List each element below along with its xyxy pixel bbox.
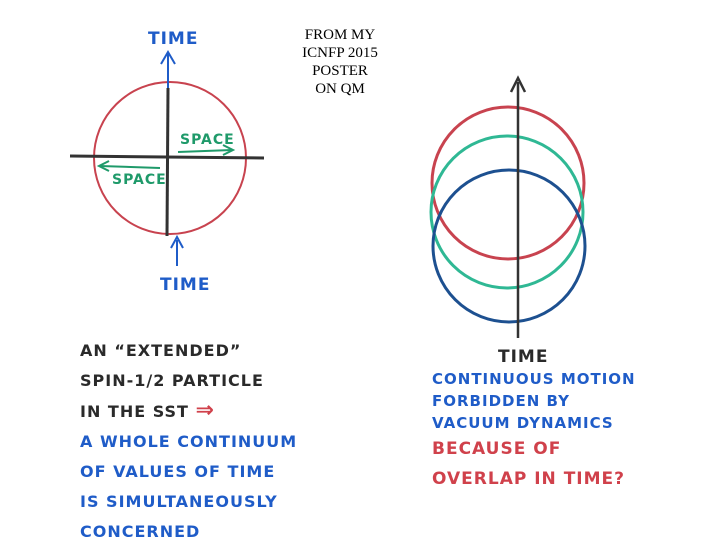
caption-line: POSTER — [312, 63, 368, 79]
caption-line: ICNFP 2015 — [302, 45, 378, 61]
left-note-line: AN “EXTENDED” — [80, 341, 242, 360]
blue-circle — [431, 168, 587, 324]
right-note-blue-line: VACUUM DYNAMICS — [432, 414, 614, 432]
top-time-arrow-icon — [160, 50, 176, 88]
left-bottom-time-label: TIME — [160, 275, 210, 295]
left-note-line: IN THE SST ⇒ — [80, 396, 297, 427]
red-circle — [430, 105, 586, 261]
right-overlap-diagram: TIME — [429, 75, 587, 367]
green-circle — [429, 134, 585, 290]
right-notes: CONTINUOUS MOTION FORBIDDEN BY VACUUM DY… — [432, 368, 636, 494]
caption-line: FROM MY — [304, 27, 376, 43]
right-note-blue-line: CONTINUOUS MOTION — [432, 370, 636, 388]
space-right-arrow-icon — [177, 144, 236, 156]
right-note-red-line: OVERLAP IN TIME? — [432, 469, 626, 489]
left-top-time-label: TIME — [148, 29, 198, 49]
space-right-label: SPACE — [180, 132, 235, 148]
right-time-arrowhead-icon — [509, 75, 527, 93]
space-left-arrow-icon — [96, 160, 161, 172]
left-note-blue-line: IS SIMULTANEOUSLY — [80, 492, 278, 511]
left-note-blue-line: CONCERNED — [80, 522, 201, 541]
vertical-time-axis — [165, 87, 170, 237]
right-time-label: TIME — [498, 347, 548, 367]
left-note-blue-line: A WHOLE CONTINUUM — [80, 432, 298, 451]
bottom-time-arrow-icon — [170, 234, 184, 266]
poster-caption: FROM MY ICNFP 2015 POSTER ON QM — [290, 26, 390, 98]
left-notes: AN “EXTENDED” SPIN-1/2 PARTICLE IN THE S… — [80, 336, 297, 547]
implies-arrow-icon: ⇒ — [195, 398, 215, 423]
space-left-label: SPACE — [112, 172, 167, 188]
right-note-blue-line: FORBIDDEN BY — [432, 392, 570, 410]
left-note-line: SPIN-1/2 PARTICLE — [80, 371, 264, 390]
right-note-red-line: BECAUSE OF — [432, 439, 562, 459]
sst-text: IN THE SST — [80, 402, 189, 421]
left-spacetime-diagram: TIME TIME SPACE SPACE — [69, 29, 265, 295]
caption-line: ON QM — [315, 81, 365, 97]
left-note-blue-line: OF VALUES OF TIME — [80, 462, 276, 481]
